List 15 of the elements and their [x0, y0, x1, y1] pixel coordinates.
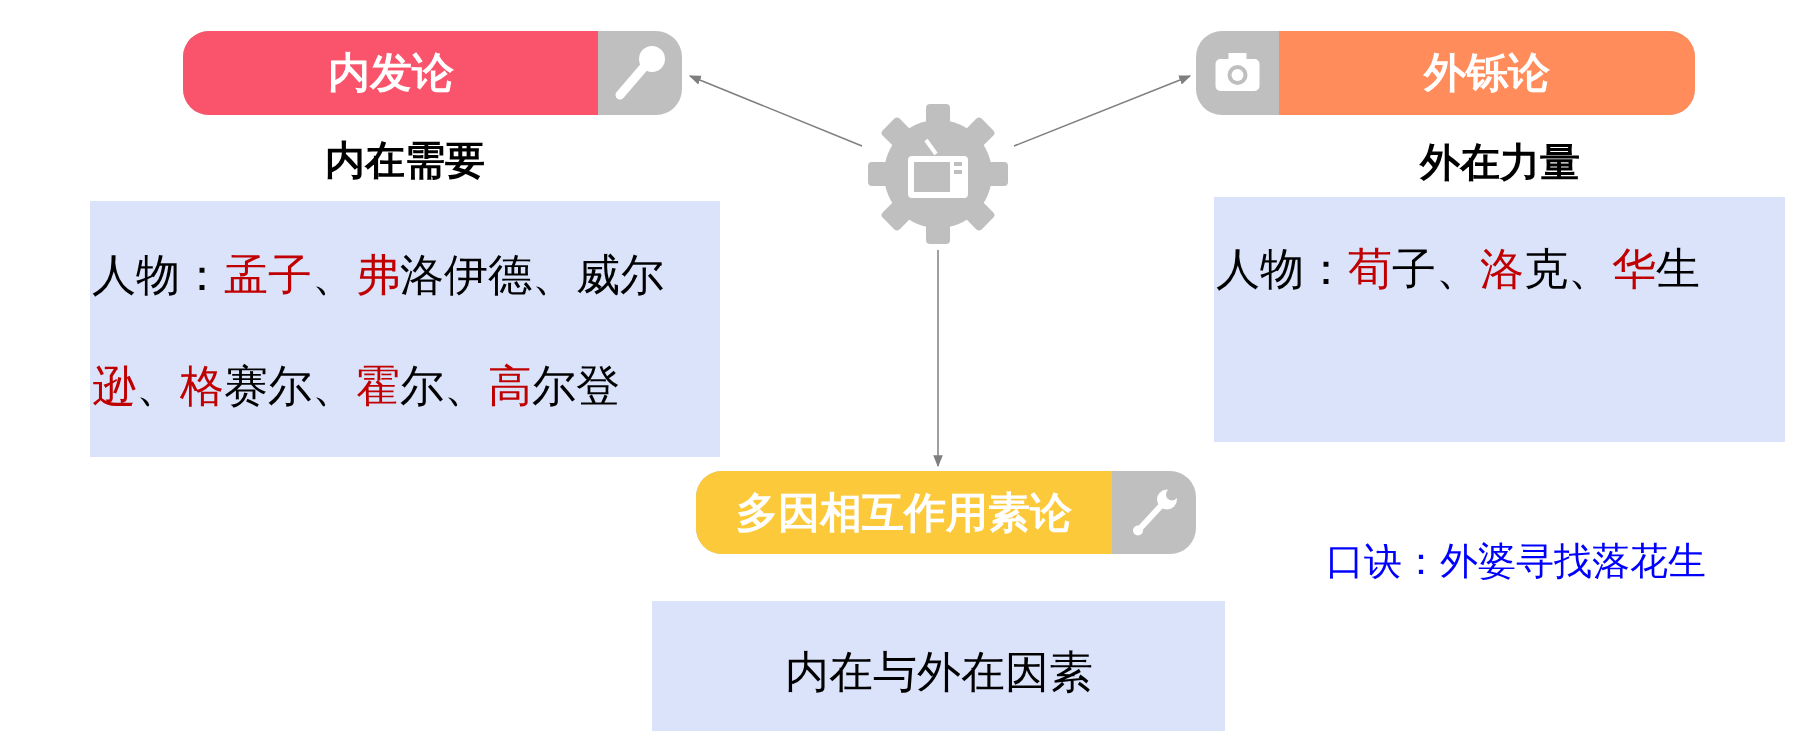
arrow — [1013, 75, 1192, 147]
banner-title: 内发论 — [183, 31, 598, 115]
banner-title: 外铄论 — [1279, 31, 1695, 115]
section-heading: 内在需要 — [324, 138, 486, 182]
section-heading: 外在力量 — [1418, 140, 1581, 184]
text-panel: 人物：孟子、弗洛伊德、威尔逊、格赛尔、霍尔、高尔登 — [90, 201, 720, 457]
arrow — [933, 249, 943, 468]
banner-title: 多因相互作用素论 — [696, 471, 1112, 554]
mnemonic-note: 口诀：外婆寻找落花生 — [1326, 538, 1706, 585]
text-panel: 内在与外在因素 — [652, 601, 1225, 731]
title-banner — [183, 31, 682, 115]
title-banner — [696, 471, 1196, 554]
arrow — [688, 75, 863, 147]
title-banner — [1196, 31, 1695, 115]
text-panel: 人物：荀子、洛克、华生 — [1214, 197, 1785, 442]
